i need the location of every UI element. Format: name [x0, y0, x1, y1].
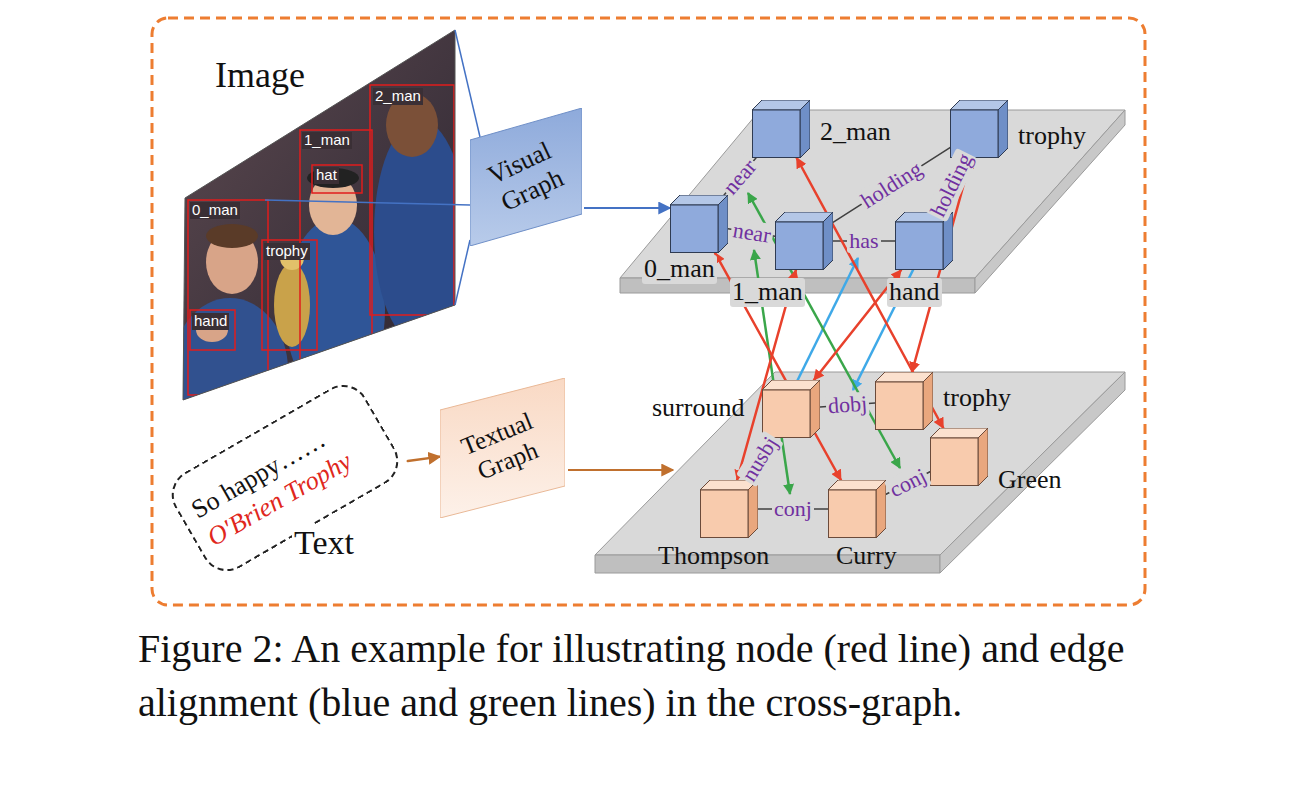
- textual-node-cube: Green: [930, 428, 988, 486]
- detection-tag: hat: [314, 167, 339, 184]
- cube-front: [776, 222, 824, 270]
- textual-graph-plane: [595, 372, 1125, 573]
- cube-front: [931, 438, 979, 486]
- cube-shape: [762, 380, 820, 438]
- node-label: hand: [887, 278, 942, 307]
- edge-label: near: [729, 217, 774, 247]
- photo-illustration: [172, 25, 466, 442]
- projection-lines: [265, 200, 470, 205]
- cube-side: [823, 212, 833, 270]
- card-text: Textual Graph: [440, 401, 564, 496]
- cube-front: [671, 205, 719, 253]
- edge-label: nusbj: [736, 431, 784, 488]
- photo-illustration: [172, 298, 288, 442]
- node-label: Green: [996, 466, 1064, 495]
- edge-label: dobj: [825, 392, 870, 419]
- cube-shape: [828, 480, 886, 538]
- graph-arrows: [568, 469, 673, 471]
- box-label: Visual Graph: [469, 129, 583, 225]
- cube-front: [829, 490, 877, 538]
- edge-label: has: [847, 229, 880, 253]
- cube-front: [896, 222, 944, 270]
- text-sample-box: So happy……O'Brien Trophy: [162, 375, 408, 580]
- photo-illustration: [190, 310, 235, 350]
- visual-graph-box: Visual Graph: [470, 108, 582, 246]
- cube-side: [800, 100, 810, 158]
- cube-front: [701, 490, 749, 538]
- photo-illustration: [188, 200, 268, 395]
- cube-side: [810, 380, 820, 438]
- figure-caption: Figure 2: An example for illustrating no…: [138, 622, 1288, 730]
- node-label: 1_man: [730, 278, 805, 307]
- panel-title: Text: [292, 524, 356, 561]
- projection-lines: [455, 240, 470, 305]
- cube-shape: [700, 480, 758, 538]
- cube-side: [748, 480, 758, 538]
- textual-node-cube: Curry: [828, 480, 886, 538]
- photo-illustration: [370, 85, 454, 315]
- cube-front: [763, 390, 811, 438]
- textual-graph-box: Textual Graph: [440, 378, 565, 518]
- panel-title: Image: [213, 56, 307, 96]
- outer-dashed-frame: [152, 18, 1145, 605]
- visual-node-cube: 1_man: [775, 212, 833, 270]
- box-label: Textual Graph: [440, 401, 564, 496]
- cube-front: [876, 382, 924, 430]
- photo-illustration: [300, 130, 372, 370]
- node-label: 2_man: [818, 118, 893, 147]
- node-label: trophy: [1016, 122, 1088, 151]
- photo-illustration: [206, 224, 258, 248]
- photo-illustration: [312, 165, 362, 193]
- projection-lines: [455, 30, 480, 137]
- textual-node-cube: surround: [762, 380, 820, 438]
- visual-graph-plane: [620, 110, 1125, 278]
- cube-side: [718, 195, 728, 253]
- photo-illustration: [274, 263, 310, 347]
- cube-shape: [930, 428, 988, 486]
- edge-label: conj: [772, 497, 814, 521]
- node-label: surround: [650, 394, 746, 423]
- card-text: Visual Graph: [469, 129, 583, 225]
- node-label: 0_man: [642, 255, 717, 284]
- visual-graph-plane: [620, 110, 1125, 293]
- cube-shape: [875, 372, 933, 430]
- textual-node-cube: Thompson: [700, 480, 758, 538]
- cube-shape: [752, 100, 810, 158]
- detection-tag: 1_man: [302, 132, 352, 149]
- visual-node-cube: 0_man: [670, 195, 728, 253]
- input-arrow: [408, 457, 440, 461]
- detection-tag: hand: [192, 313, 229, 330]
- cube-side: [978, 428, 988, 486]
- photo-illustration: [307, 168, 359, 188]
- visual-node-cube: 2_man: [752, 100, 810, 158]
- detection-tag: 0_man: [190, 202, 240, 219]
- edge-label: near: [717, 153, 763, 200]
- photo-illustration: [183, 30, 455, 400]
- edge-label: holding: [925, 148, 978, 223]
- cube-side: [876, 480, 886, 538]
- node-label: trophy: [941, 384, 1013, 413]
- photo-illustration: [262, 240, 317, 350]
- edge-label: conj: [884, 463, 932, 503]
- card-text-wrap: Textual Graph: [440, 378, 565, 518]
- card-shape: [440, 378, 565, 518]
- detection-tag: 2_man: [373, 88, 423, 105]
- edge-label: holding: [855, 156, 928, 215]
- detection-tag: trophy: [264, 243, 310, 260]
- node-label: Curry: [834, 542, 899, 571]
- cube-shape: [775, 212, 833, 270]
- node-label: Thompson: [656, 542, 771, 571]
- card-text-wrap: Visual Graph: [470, 108, 582, 246]
- textual-node-cube: trophy: [875, 372, 933, 430]
- cube-front: [753, 110, 801, 158]
- photo-illustration: [172, 25, 466, 442]
- graph-arrows: [584, 207, 670, 209]
- cube-side: [923, 372, 933, 430]
- cube-side: [998, 100, 1008, 158]
- cube-shape: [670, 195, 728, 253]
